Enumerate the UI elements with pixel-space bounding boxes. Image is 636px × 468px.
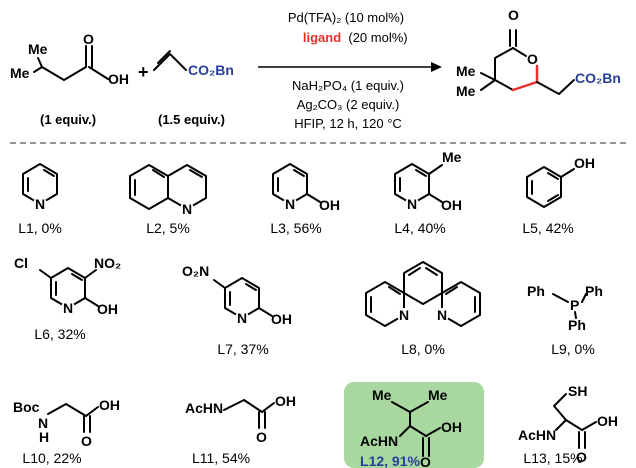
ligand-l13: SH AcHN OH O L13, 15% (518, 383, 618, 466)
methyl-label: Me (372, 387, 392, 403)
h-label: H (39, 429, 49, 445)
hydroxyl-label: OH (275, 393, 296, 409)
methyl-label: Me (10, 65, 30, 81)
phenyl-label: Ph (568, 317, 586, 333)
ligand-l5: OH L5, 42% (522, 155, 595, 236)
hydroxyl-label: OH (574, 155, 595, 171)
nitro-label: NO₂ (94, 255, 121, 271)
methyl-label: Me (442, 149, 462, 165)
hydroxyl-label: OH (97, 301, 118, 317)
benzyl-ester-label: CO₂Bn (575, 70, 621, 86)
hydroxyl-label: OH (441, 419, 462, 435)
ligand-label: L1, 0% (18, 220, 62, 236)
ligand-l8: N N L8, 0% (365, 261, 481, 357)
nitrogen-label: N (399, 307, 409, 323)
achn-label: AcHN (360, 433, 398, 449)
ligand-label: L11, 54% (192, 450, 250, 466)
methyl-label: Me (456, 63, 476, 79)
hydroxyl-label: OH (597, 413, 618, 429)
ligand-label: L12, 91% (360, 453, 420, 468)
benzyl-ester-label: CO₂Bn (188, 62, 234, 78)
ligand-label: L13, 15% (523, 450, 582, 466)
reactant-acid: Me Me O OH (10, 31, 129, 87)
boc-label: Boc (13, 399, 40, 415)
lactone-carbonyl-o: O (508, 7, 519, 23)
ligand-l7: N OH O₂N L7, 37% (182, 263, 292, 357)
ligand-label: L10, 22% (22, 450, 81, 466)
plus-sign: + (138, 62, 149, 82)
nitrogen-label: N (285, 196, 295, 212)
product-lactone: O O CO₂Bn Me Me (456, 7, 621, 99)
ligand-label: L4, 40% (394, 220, 445, 236)
ligand-label: L3, 56% (270, 220, 321, 236)
nitro-label: O₂N (182, 263, 209, 279)
ligand-label: L7, 37% (217, 341, 268, 357)
carbonyl-oxygen: O (81, 433, 92, 449)
ligand-l9: Ph Ph P Ph L9, 0% (527, 283, 603, 357)
ligand-l3: N OH L3, 56% (270, 163, 340, 236)
conditions: Pd(TFA)₂ (10 mol%) ligand (20 mol%) NaH₂… (258, 10, 442, 131)
carbonyl-oxygen: O (83, 31, 94, 47)
ligand-l2: N L2, 5% (129, 164, 207, 236)
base-text: NaH₂PO₄ (1 equiv.) (292, 78, 404, 93)
oxidant-text: Ag₂CO₃ (2 equiv.) (297, 97, 400, 112)
ligand-amount: (20 mol%) (348, 30, 407, 45)
ligand-l4: N OH Me L4, 40% (394, 149, 462, 236)
ligand-label: L8, 0% (401, 341, 445, 357)
hydroxyl-label: OH (271, 311, 292, 327)
thiol-label: SH (568, 383, 587, 399)
reactant-acrylate: CO₂Bn (153, 50, 234, 78)
ligand-l6: N OH NO₂ Cl L6, 32% (14, 255, 121, 342)
carbonyl-oxygen: O (420, 454, 431, 468)
carbonyl-oxygen: O (256, 429, 267, 445)
achn-label: AcHN (185, 400, 223, 416)
ligand-label: L9, 0% (551, 341, 595, 357)
ring-oxygen: O (527, 51, 538, 67)
catalyst-text: Pd(TFA)₂ (10 mol%) (288, 10, 404, 25)
ligand-l1: N L1, 0% (18, 163, 62, 236)
acrylate-equiv: (1.5 equiv.) (158, 112, 225, 127)
nitrogen-label: N (407, 196, 417, 212)
ligand-l10: Boc N H OH O L10, 22% (13, 397, 120, 466)
methyl-label: Me (428, 387, 448, 403)
ligand-l11: AcHN OH O L11, 54% (185, 393, 296, 466)
nitrogen-label: N (35, 196, 45, 212)
hydroxyl-label: OH (108, 71, 129, 87)
nitrogen-label: N (63, 300, 73, 316)
ligand-label: L2, 5% (146, 220, 190, 236)
nitrogen-label: N (182, 201, 192, 217)
methyl-label: Me (28, 41, 48, 57)
nitrogen-label: N (237, 310, 247, 326)
ligand-label: L6, 32% (34, 326, 85, 342)
phenyl-label: Ph (585, 283, 603, 299)
acid-equiv: (1 equiv.) (40, 112, 96, 127)
hydroxyl-label: OH (319, 197, 340, 213)
ligand-text: ligand (303, 30, 341, 45)
best-ligand-highlight (344, 382, 484, 468)
solvent-text: HFIP, 12 h, 120 °C (294, 116, 402, 131)
phosphorus-label: P (570, 297, 579, 313)
methyl-label: Me (456, 83, 476, 99)
nitrogen-label: N (437, 307, 447, 323)
ligand-label: L5, 42% (522, 220, 573, 236)
chloro-label: Cl (14, 255, 28, 271)
nh-label: N (38, 415, 48, 431)
carbonyl-oxygen: O (576, 449, 587, 465)
hydroxyl-label: OH (99, 397, 120, 413)
phenyl-label: Ph (527, 283, 545, 299)
ligand-l12: Me Me AcHN OH O L12, 91% (360, 387, 462, 468)
hydroxyl-label: OH (441, 197, 462, 213)
achn-label: AcHN (518, 427, 556, 443)
